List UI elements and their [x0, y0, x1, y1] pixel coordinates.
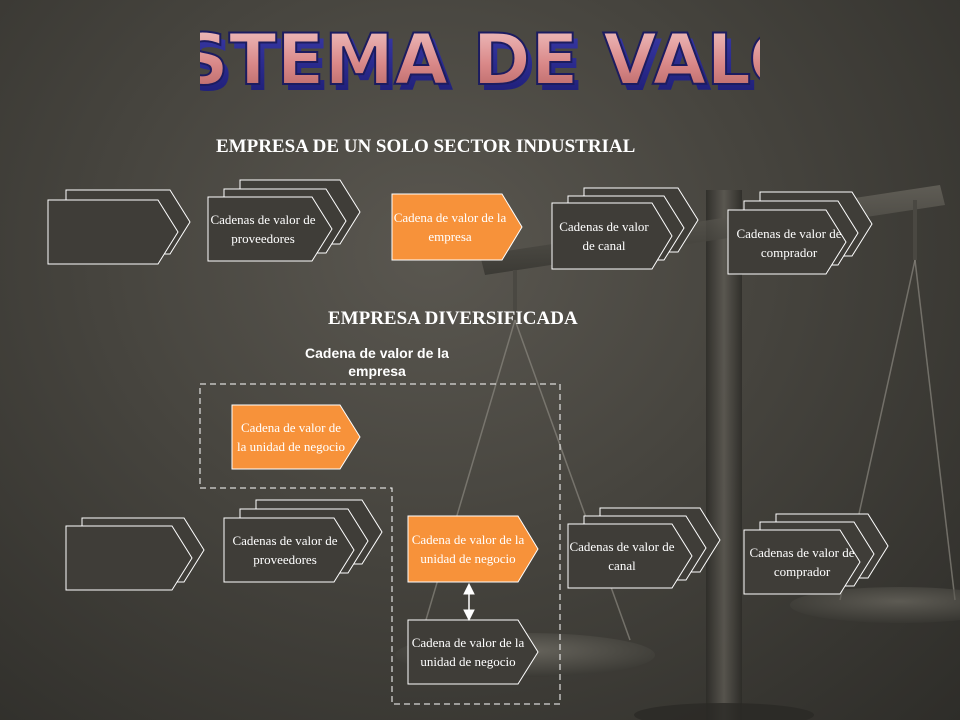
section2-heading: EMPRESA DIVERSIFICADA	[328, 308, 578, 329]
title-wordart: SISTEMA DE VALOR SISTEMA DE VALOR	[200, 18, 760, 104]
double-arrow	[463, 582, 475, 622]
label-suppliers-r2: Cadenas de valor de proveedores	[232, 533, 338, 567]
chevron-unit-mid	[407, 515, 539, 583]
label-unit-bottom: Cadena de valor de la unidad de negocio	[411, 635, 525, 669]
section1-heading: EMPRESA DE UN SOLO SECTOR INDUSTRIAL	[216, 136, 636, 157]
chevron-stack-left-r2-front	[65, 525, 193, 591]
title-text: SISTEMA DE VALOR	[200, 19, 760, 101]
label-buyer-r2: Cadenas de valor de comprador	[749, 545, 855, 579]
title-shadow: SISTEMA DE VALOR	[200, 25, 760, 104]
chevron-stack-channel-r1-1	[551, 202, 673, 270]
chevron-unit-top	[231, 404, 361, 470]
label-channel-r1: Cadenas de valor de canal	[559, 219, 649, 253]
label-unit-top: Cadena de valor de la unidad de negocio	[237, 420, 345, 454]
label-channel-r2: Cadenas de valor de canal	[569, 539, 675, 573]
diversified-firm-boundary	[199, 383, 561, 705]
chevron-stack-channel-r2-1	[567, 523, 693, 589]
chevron-firm-r1	[391, 193, 523, 261]
chevron-unit-bottom	[407, 619, 539, 685]
chevron-stack-suppliers-r2-1	[223, 517, 355, 583]
chevron-stack-buyer-r2-1	[743, 529, 861, 595]
chevron-stack-suppliers-r1-1	[207, 196, 333, 262]
chevron-stack-buyer-r1-1	[727, 209, 847, 275]
shapes	[47, 179, 889, 685]
chevron-stack-left-r1-front	[47, 199, 179, 265]
label-unit-mid: Cadena de valor de la unidad de negocio	[411, 532, 525, 566]
group-caption: Cadena de valor de la empresa	[305, 345, 449, 379]
label-firm-r1: Cadena de valor de la empresa	[393, 210, 507, 244]
label-buyer-r1: Cadenas de valor de comprador	[736, 226, 842, 260]
label-suppliers-r1: Cadenas de valor de proveedores	[210, 212, 316, 246]
